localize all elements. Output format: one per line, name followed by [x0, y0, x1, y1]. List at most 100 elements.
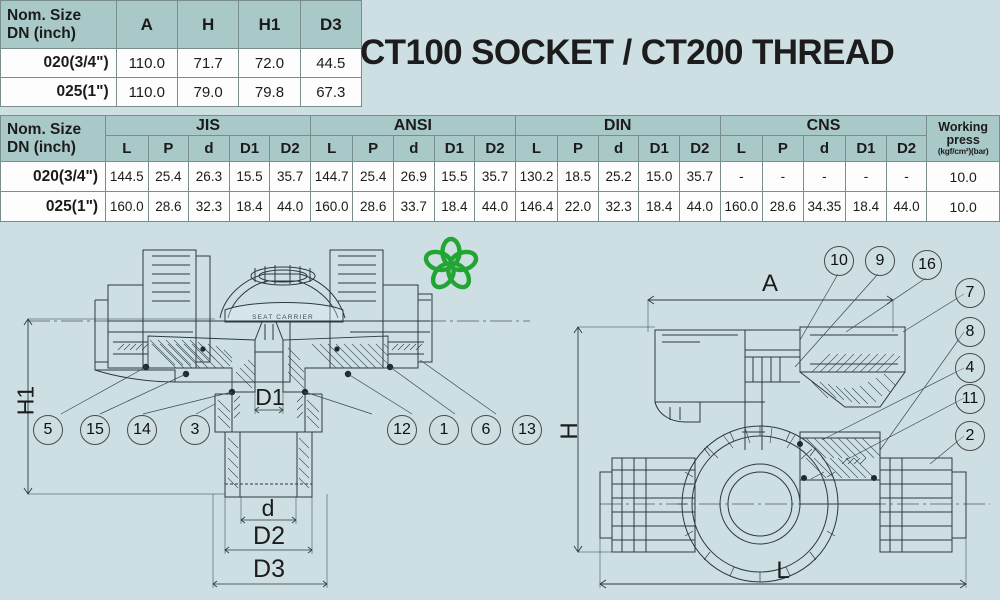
table-corner-header: Nom. Size DN (inch) [0, 0, 117, 49]
left-valve-section-view: SEAT CARRIER [23, 249, 530, 588]
subheader-ansi-p: P [352, 135, 394, 162]
cell-h: 71.7 [176, 48, 240, 78]
cell-ansi-d1: 15.5 [433, 161, 476, 192]
callout-8[interactable]: 8 [955, 317, 985, 347]
cell-working-press: 10.0 [926, 161, 1000, 192]
callout-15[interactable]: 15 [80, 415, 110, 445]
subheader-jis-d: d [188, 135, 230, 162]
cell-jis-d1: 18.4 [228, 191, 271, 222]
callout-1[interactable]: 1 [429, 415, 459, 445]
subheader-cns-l: L [719, 135, 764, 162]
row-label-size: 020(3/4") [0, 48, 117, 78]
subheader-cns-d1: D1 [845, 135, 887, 162]
dimension-h [573, 326, 655, 553]
callout-9[interactable]: 9 [865, 246, 895, 276]
callout-6[interactable]: 6 [471, 415, 501, 445]
subheader-cns-d2: D2 [885, 135, 928, 162]
standards-dimensions-table: Nom. Size DN (inch) JIS ANSI DIN CNS Wor… [0, 115, 1000, 222]
subheader-jis-l: L [105, 135, 149, 162]
table-row: 020(3/4") 144.5 25.4 26.3 15.5 35.7 144.… [0, 161, 1000, 192]
cell-cns-d2: 44.0 [885, 191, 928, 222]
column-header-h1: H1 [238, 0, 301, 49]
dim-label-l: L [776, 557, 790, 584]
dim-label-a: A [761, 270, 778, 297]
dim-label-d2: D2 [253, 522, 285, 550]
dim-label-d1: D1 [255, 384, 285, 410]
callout-5[interactable]: 5 [33, 415, 63, 445]
corner-line-2: DN (inch) [7, 24, 76, 42]
technical-drawing-area: SEAT CARRIER [0, 232, 1000, 600]
callout-16[interactable]: 16 [912, 250, 942, 280]
working-press-line-2: press [946, 133, 980, 148]
subheader-ansi-l: L [309, 135, 354, 162]
subheader-din-l: L [514, 135, 559, 162]
valve-drawings-svg: SEAT CARRIER [23, 249, 990, 589]
subheader-jis-d1: D1 [228, 135, 271, 162]
cell-a: 110.0 [115, 77, 178, 107]
cell-jis-d: 32.3 [188, 191, 230, 222]
subheader-din-d: d [597, 135, 640, 162]
cell-cns-d1: - [845, 161, 887, 192]
dim-label-d3: D3 [253, 555, 285, 583]
subheader-ansi-d: d [392, 135, 435, 162]
subheader-jis-p: P [147, 135, 190, 162]
table-group-header-row: Nom. Size DN (inch) JIS ANSI DIN CNS Wor… [0, 115, 1000, 162]
cell-din-l: 130.2 [514, 161, 559, 192]
dim-label-h: H [556, 422, 583, 440]
cell-din-d2: 44.0 [679, 191, 721, 222]
column-header-working-press: Working press (kgf/cm²)(bar) [926, 115, 1000, 162]
cell-din-d1: 15.0 [638, 161, 681, 192]
valve-body-embossed-text: SEAT CARRIER [252, 314, 314, 321]
cell-ansi-d1: 18.4 [433, 191, 476, 222]
cell-cns-d: 34.35 [802, 191, 847, 222]
callout-3[interactable]: 3 [180, 415, 210, 445]
cell-din-p: 22.0 [557, 191, 599, 222]
corner-line-2: DN (inch) [7, 138, 76, 156]
dimension-d-small [240, 497, 297, 524]
callout-4[interactable]: 4 [955, 353, 985, 383]
subheader-cns-p: P [762, 135, 804, 162]
green-flower-logo [420, 234, 482, 296]
dimension-d1 [254, 382, 284, 414]
cell-d3: 44.5 [299, 48, 363, 78]
callout-7[interactable]: 7 [955, 278, 985, 308]
cell-cns-p: - [762, 161, 804, 192]
cell-jis-d2: 35.7 [269, 161, 311, 192]
subheader-cns-d: d [802, 135, 847, 162]
cell-jis-d1: 15.5 [228, 161, 271, 192]
page-title: CT100 SOCKET / CT200 THREAD [360, 33, 895, 72]
subheader-jis-d2: D2 [269, 135, 311, 162]
callout-12[interactable]: 12 [387, 415, 417, 445]
cell-din-l: 146.4 [514, 191, 559, 222]
cell-ansi-p: 25.4 [352, 161, 394, 192]
cell-din-d: 32.3 [597, 191, 640, 222]
cell-d3: 67.3 [299, 77, 363, 107]
callout-10[interactable]: 10 [824, 246, 854, 276]
right-valve-side-view [573, 273, 990, 589]
cell-jis-p: 28.6 [147, 191, 190, 222]
cell-cns-d: - [802, 161, 847, 192]
callout-14[interactable]: 14 [127, 415, 157, 445]
column-header-d3: D3 [299, 0, 363, 49]
callout-2[interactable]: 2 [955, 421, 985, 451]
dimension-d2 [224, 497, 313, 554]
subheader-ansi-d2: D2 [474, 135, 516, 162]
cell-h: 79.0 [176, 77, 240, 107]
callout-13[interactable]: 13 [512, 415, 542, 445]
cell-din-d1: 18.4 [638, 191, 681, 222]
cell-jis-l: 144.5 [105, 161, 149, 192]
table-header-row: Nom. Size DN (inch) A H H1 D3 [0, 0, 363, 49]
row-label-size: 025(1") [0, 77, 117, 107]
corner-line-1: Nom. Size [7, 121, 82, 139]
cell-cns-p: 28.6 [762, 191, 804, 222]
group-header-din: DIN [514, 115, 721, 136]
cell-din-d2: 35.7 [679, 161, 721, 192]
cell-jis-l: 160.0 [105, 191, 149, 222]
dimension-d3 [212, 494, 328, 588]
callout-11[interactable]: 11 [955, 384, 985, 414]
cell-jis-d2: 44.0 [269, 191, 311, 222]
group-header-cns: CNS [719, 115, 928, 136]
cell-ansi-d2: 35.7 [474, 161, 516, 192]
row-label-size: 025(1") [0, 191, 107, 222]
